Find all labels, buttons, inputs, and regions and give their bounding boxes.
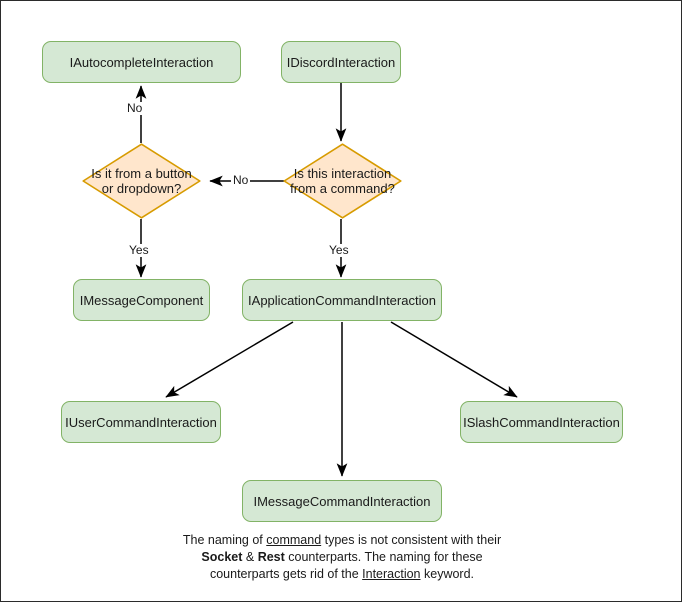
caption-bold-rest: Rest (257, 550, 285, 564)
node-label: IAutocompleteInteraction (69, 54, 214, 70)
node-discord-interaction[interactable]: IDiscordInteraction (281, 41, 401, 83)
edge-label-no-up: No (125, 101, 145, 115)
node-label: IMessageCommandInteraction (253, 493, 431, 509)
node-application-command-interaction[interactable]: IApplicationCommandInteraction (242, 279, 442, 321)
edge-label-yes-left: Yes (127, 243, 151, 257)
node-decision-interaction-from-command[interactable]: Is this interaction from a command? (283, 143, 402, 219)
caption-underline-interaction: Interaction (362, 567, 421, 581)
caption-text: keyword. (420, 567, 475, 581)
caption-text: & (242, 550, 258, 564)
caption-text: types is not consistent with their (321, 533, 502, 547)
node-label: Is this interaction from a command? (290, 166, 395, 196)
node-decision-button-or-dropdown[interactable]: Is it from a button or dropdown? (82, 143, 201, 219)
node-slash-command-interaction[interactable]: ISlashCommandInteraction (460, 401, 623, 443)
node-message-command-interaction[interactable]: IMessageCommandInteraction (242, 480, 442, 522)
caption-text: The naming of (182, 533, 267, 547)
caption-underline-command: command (266, 533, 322, 547)
node-message-component[interactable]: IMessageComponent (73, 279, 210, 321)
diagram-caption: The naming of command types is not consi… (121, 532, 563, 583)
diamond-shape (283, 143, 402, 219)
node-label: Is it from a button or dropdown? (91, 166, 192, 196)
edge-application-command-to-user-command (165, 321, 294, 398)
caption-text: counterparts. The naming for these (284, 550, 483, 564)
node-label: IUserCommandInteraction (65, 414, 217, 430)
edge-label-yes-right: Yes (327, 243, 351, 257)
caption-line-1: The naming of command types is not consi… (121, 532, 563, 549)
node-user-command-interaction[interactable]: IUserCommandInteraction (61, 401, 221, 443)
caption-line-3: counterparts gets rid of the Interaction… (121, 566, 563, 583)
node-label: IApplicationCommandInteraction (248, 292, 436, 308)
caption-line-2: Socket & Rest counterparts. The naming f… (121, 549, 563, 566)
edge-application-command-to-slash-command (390, 321, 518, 398)
edge-label-no-left: No (231, 173, 251, 187)
node-autocomplete-interaction[interactable]: IAutocompleteInteraction (42, 41, 241, 83)
caption-text: counterparts gets rid of the (209, 567, 363, 581)
caption-bold-socket: Socket (201, 550, 243, 564)
node-label: ISlashCommandInteraction (463, 414, 620, 430)
node-label: IDiscordInteraction (286, 54, 396, 70)
node-label: IMessageComponent (79, 292, 204, 308)
diamond-shape (82, 143, 201, 219)
